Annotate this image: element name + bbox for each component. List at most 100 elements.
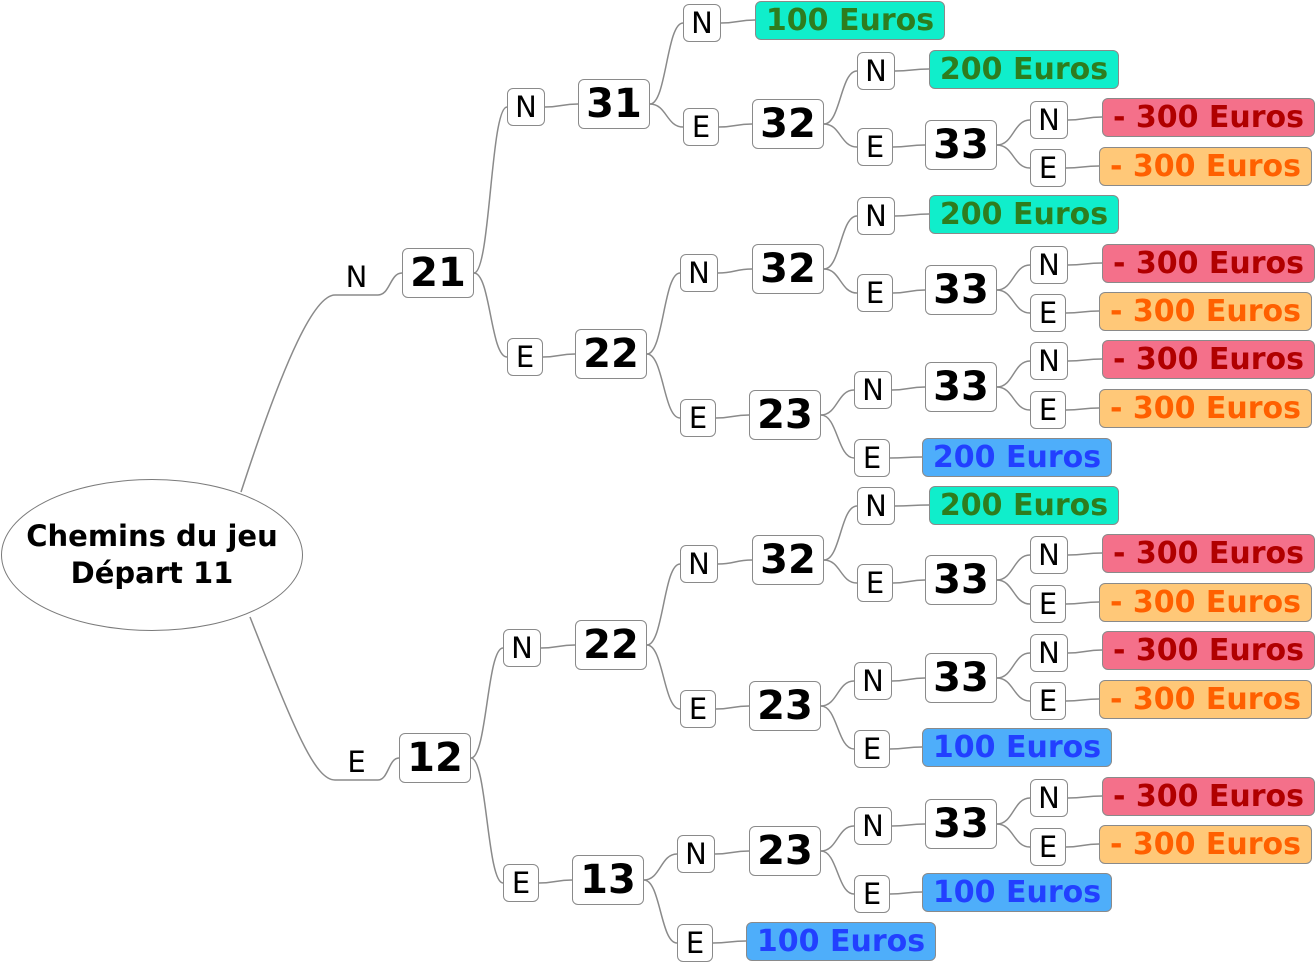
branch-connector (996, 797, 1031, 825)
result-100-euros[interactable]: 100 Euros (922, 872, 1112, 912)
direction-node-e[interactable]: E (854, 875, 890, 913)
branch-connector (1065, 698, 1100, 702)
square-node-12[interactable]: 12 (399, 733, 471, 783)
direction-node-n[interactable]: N (677, 835, 715, 873)
direction-node-e[interactable]: E (857, 128, 893, 166)
result-300-euros[interactable]: - 300 Euros (1102, 776, 1315, 816)
result-200-euros[interactable]: 200 Euros (929, 485, 1119, 525)
result-100-euros[interactable]: 100 Euros (746, 921, 936, 961)
square-node-13[interactable]: 13 (572, 855, 644, 905)
direction-node-n[interactable]: N (1030, 101, 1068, 139)
branch-connector (894, 68, 930, 72)
direction-node-n[interactable]: N (683, 4, 721, 42)
branch-connector (823, 123, 858, 148)
direction-node-n[interactable]: N (1030, 634, 1068, 672)
direction-node-e[interactable]: E (347, 745, 366, 779)
direction-node-n[interactable]: N (345, 260, 368, 294)
direction-node-n[interactable]: N (503, 629, 541, 667)
direction-node-n[interactable]: N (854, 371, 892, 409)
branch-connector (538, 879, 573, 884)
result-200-euros[interactable]: 200 Euros (929, 194, 1119, 234)
square-node-31[interactable]: 31 (578, 79, 650, 129)
result-300-euros[interactable]: - 300 Euros (1102, 339, 1315, 379)
branch-connector (717, 559, 753, 565)
direction-node-e[interactable]: E (683, 108, 719, 146)
direction-node-e[interactable]: E (857, 564, 893, 602)
branch-connector (715, 705, 750, 710)
direction-node-n[interactable]: N (507, 88, 545, 126)
branch-connector (470, 647, 504, 759)
direction-node-e[interactable]: E (1030, 391, 1066, 429)
direction-node-n[interactable]: N (1030, 536, 1068, 574)
branch-connector (643, 879, 678, 944)
direction-node-n[interactable]: N (1030, 342, 1068, 380)
direction-node-e[interactable]: E (677, 924, 713, 962)
result-300-euros[interactable]: - 300 Euros (1099, 582, 1312, 622)
square-node-33[interactable]: 33 (925, 653, 997, 703)
direction-node-e[interactable]: E (680, 399, 716, 437)
branch-connector (820, 680, 855, 707)
direction-node-n[interactable]: N (680, 254, 718, 292)
branch-connector (1065, 165, 1100, 169)
root-node[interactable]: Chemins du jeu Départ 11 (1, 479, 303, 631)
branch-connector (996, 579, 1031, 605)
direction-node-n[interactable]: N (857, 52, 895, 90)
square-node-33[interactable]: 33 (925, 555, 997, 605)
square-node-22[interactable]: 22 (575, 620, 647, 670)
direction-node-e[interactable]: E (1030, 149, 1066, 187)
direction-node-e[interactable]: E (854, 439, 890, 477)
square-node-21[interactable]: 21 (402, 248, 474, 298)
result-300-euros[interactable]: - 300 Euros (1102, 533, 1315, 573)
result-300-euros[interactable]: - 300 Euros (1102, 630, 1315, 670)
square-node-33[interactable]: 33 (925, 120, 997, 170)
branch-connector (889, 456, 923, 459)
result-200-euros[interactable]: 200 Euros (929, 49, 1119, 89)
result-300-euros[interactable]: - 300 Euros (1099, 388, 1312, 428)
square-node-33[interactable]: 33 (925, 799, 997, 849)
direction-node-n[interactable]: N (857, 487, 895, 525)
result-300-euros[interactable]: - 300 Euros (1099, 679, 1312, 719)
result-300-euros[interactable]: - 300 Euros (1099, 824, 1312, 864)
square-node-33[interactable]: 33 (925, 362, 997, 412)
square-node-32[interactable]: 32 (752, 244, 824, 294)
root-title-line2: Départ 11 (70, 556, 234, 590)
branch-connector (720, 19, 756, 24)
result-300-euros[interactable]: - 300 Euros (1099, 146, 1312, 186)
direction-node-n[interactable]: N (680, 545, 718, 583)
direction-node-e[interactable]: E (680, 690, 716, 728)
square-node-22[interactable]: 22 (575, 329, 647, 379)
direction-node-n[interactable]: N (857, 197, 895, 235)
branch-connector (643, 853, 678, 881)
square-node-23[interactable]: 23 (749, 826, 821, 876)
direction-node-e[interactable]: E (1030, 828, 1066, 866)
branch-connector (470, 757, 504, 884)
branch-connector (891, 386, 926, 391)
direction-node-n[interactable]: N (854, 662, 892, 700)
direction-node-e[interactable]: E (1030, 294, 1066, 332)
direction-node-e[interactable]: E (1030, 585, 1066, 623)
branch-connector (892, 144, 926, 148)
direction-node-e[interactable]: E (507, 338, 543, 376)
branch-connector (820, 389, 855, 416)
result-300-euros[interactable]: - 300 Euros (1102, 97, 1315, 137)
square-node-23[interactable]: 23 (749, 390, 821, 440)
branch-connector (1067, 262, 1103, 266)
direction-node-n[interactable]: N (854, 807, 892, 845)
square-node-23[interactable]: 23 (749, 681, 821, 731)
square-node-32[interactable]: 32 (752, 535, 824, 585)
square-node-32[interactable]: 32 (752, 99, 824, 149)
result-300-euros[interactable]: - 300 Euros (1099, 291, 1312, 331)
direction-node-e[interactable]: E (503, 864, 539, 902)
branch-connector (1067, 116, 1103, 121)
direction-node-e[interactable]: E (1030, 682, 1066, 720)
direction-node-n[interactable]: N (1030, 246, 1068, 284)
direction-node-n[interactable]: N (1030, 779, 1068, 817)
result-300-euros[interactable]: - 300 Euros (1102, 243, 1315, 283)
square-node-33[interactable]: 33 (925, 265, 997, 315)
branch-connector (1065, 601, 1100, 605)
result-100-euros[interactable]: 100 Euros (755, 0, 945, 40)
result-100-euros[interactable]: 100 Euros (922, 727, 1112, 767)
direction-node-e[interactable]: E (857, 274, 893, 312)
result-200-euros[interactable]: 200 Euros (922, 437, 1112, 477)
direction-node-e[interactable]: E (854, 730, 890, 768)
